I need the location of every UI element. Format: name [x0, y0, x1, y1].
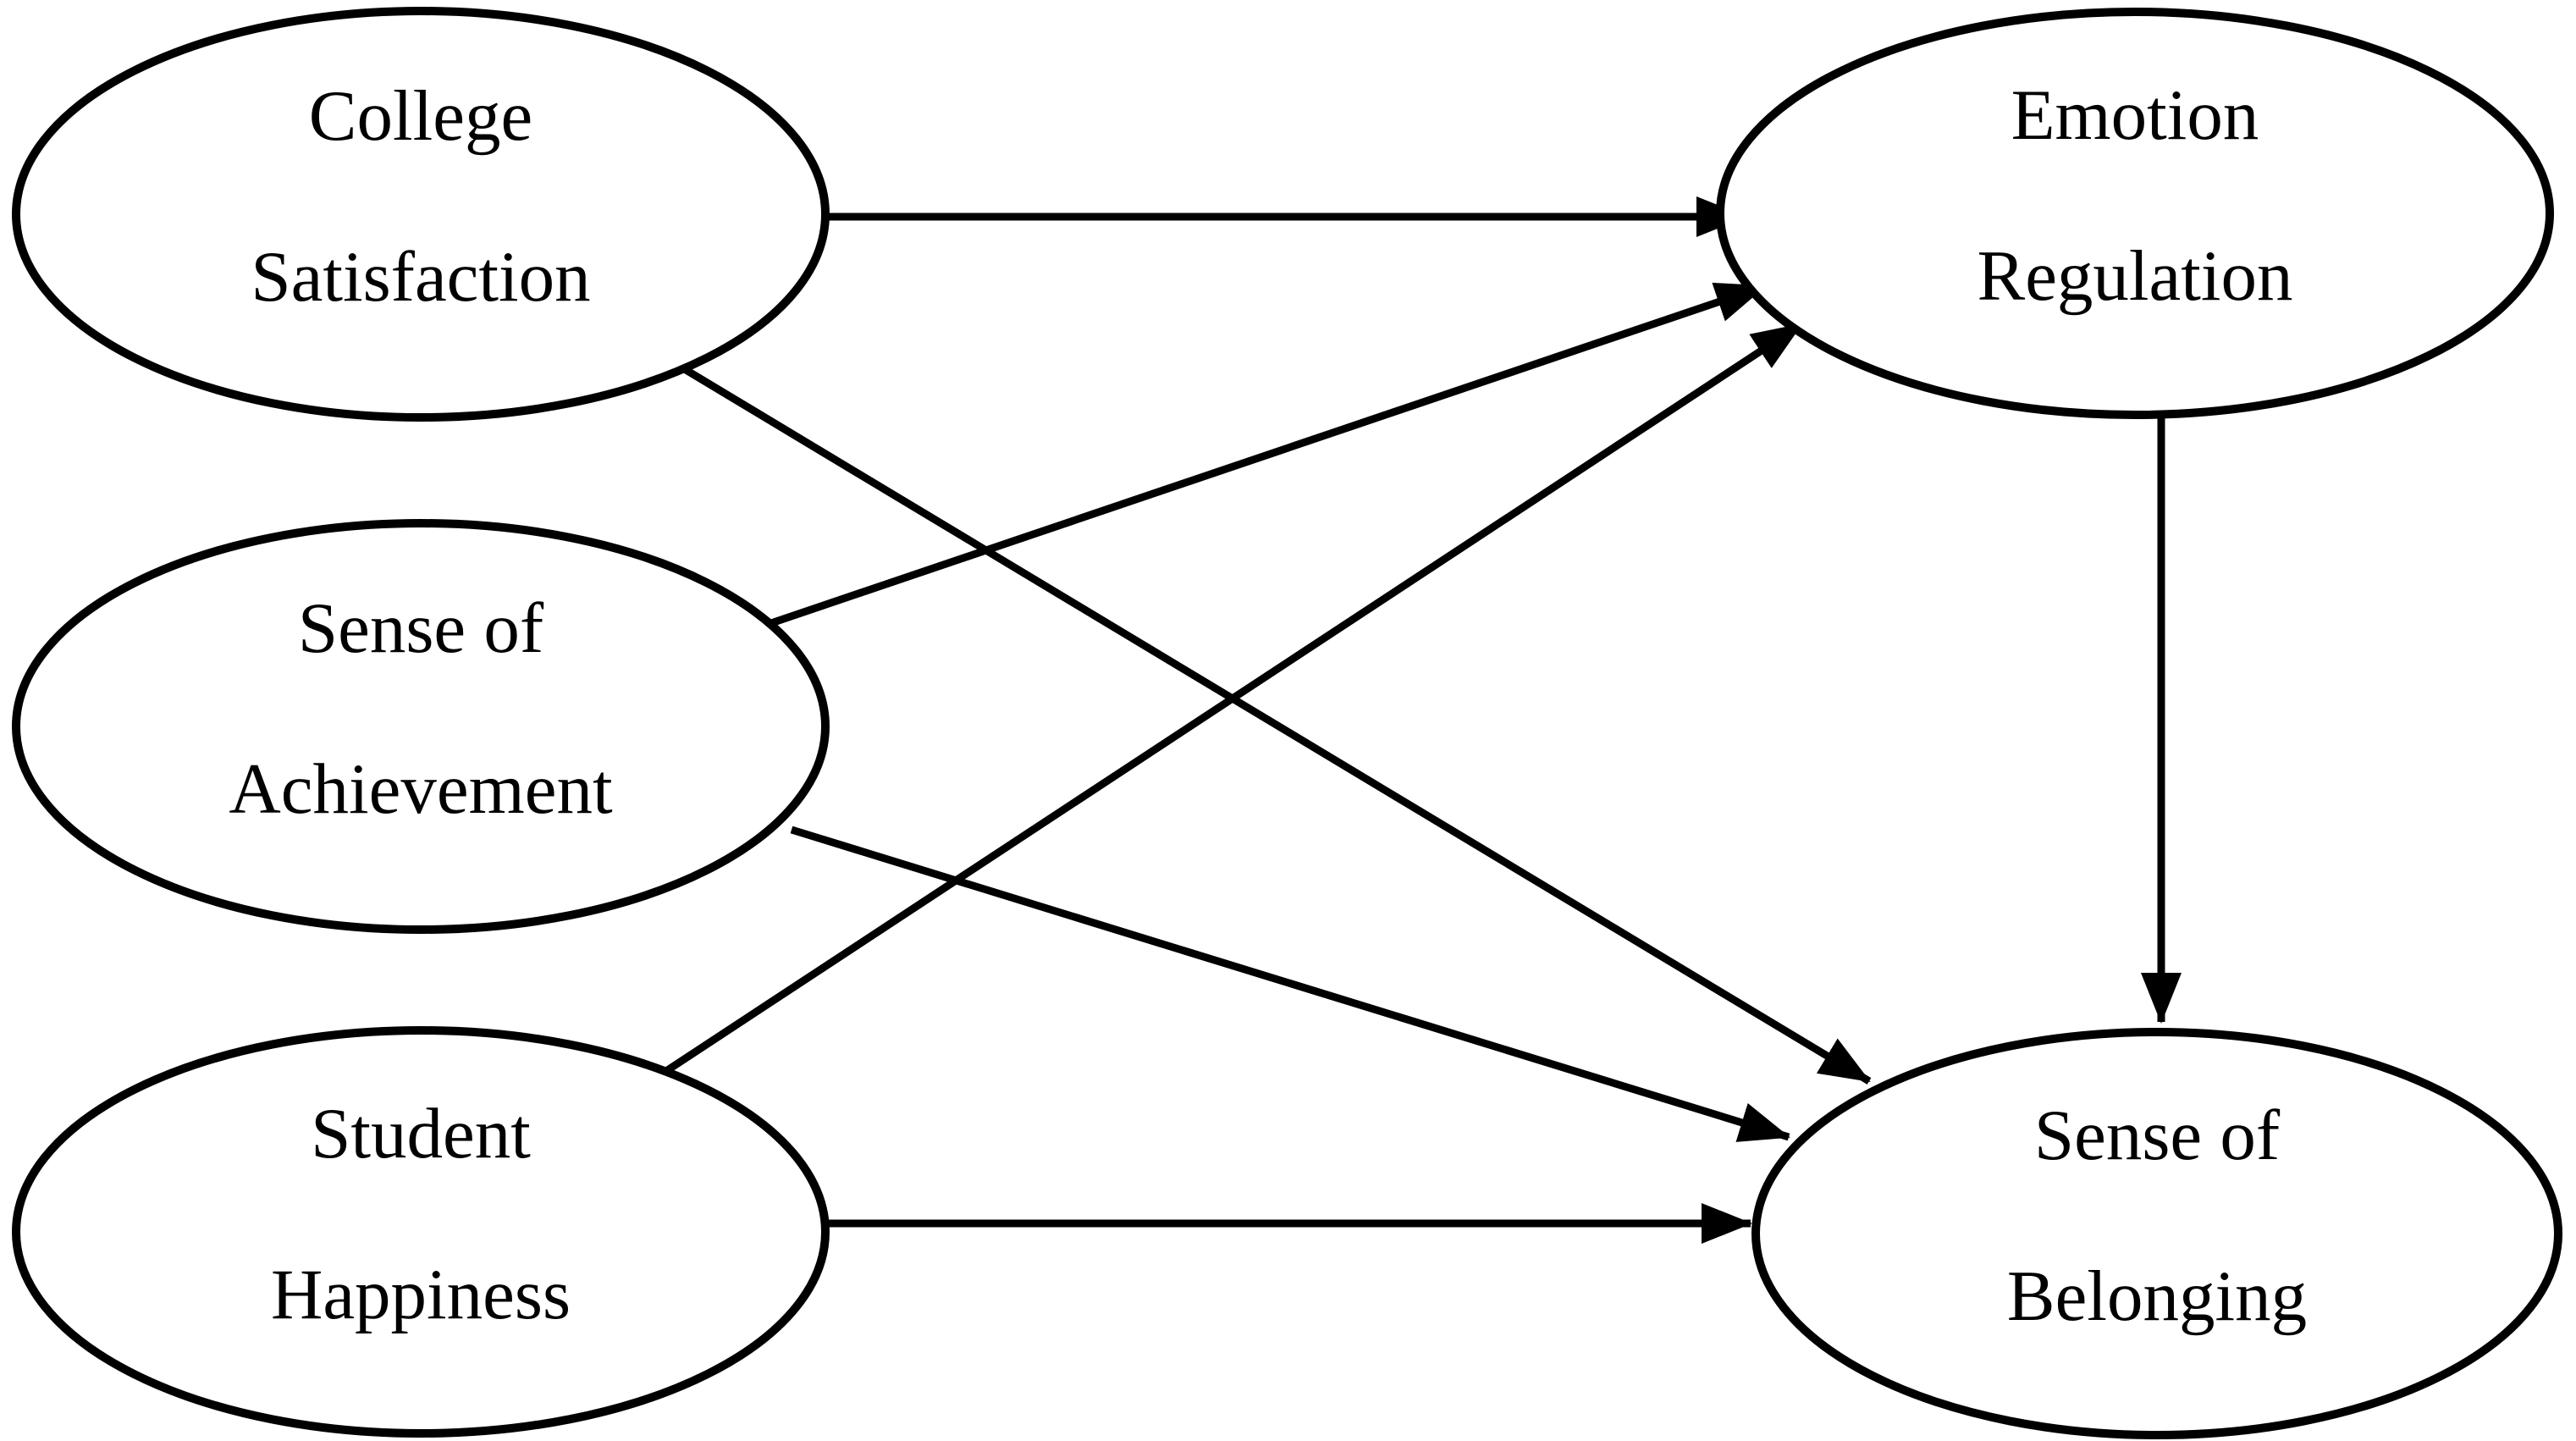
- arrow-student-happiness-to-emotion-regulation: [664, 321, 1804, 1074]
- emotion-regulation-ellipse: [1716, 8, 2554, 419]
- node-sense-of-belonging: Sense of Belonging: [1751, 1028, 2562, 1439]
- sense-of-belonging-ellipse: [1751, 1028, 2562, 1439]
- student-happiness-label-line1: Student: [311, 1094, 531, 1173]
- sense-of-achievement-ellipse: [12, 519, 830, 934]
- emotion-regulation-label-line1: Emotion: [2011, 75, 2259, 155]
- node-student-happiness: Student Happiness: [12, 1026, 830, 1438]
- sense-of-belonging-label-line2: Belonging: [2007, 1256, 2307, 1336]
- sense-of-achievement-label-line2: Achievement: [229, 749, 613, 829]
- college-satisfaction-label-line1: College: [309, 76, 532, 156]
- node-sense-of-achievement: Sense of Achievement: [12, 519, 830, 934]
- college-satisfaction-ellipse: [12, 7, 830, 422]
- arrow-college-satisfaction-to-sense-of-belonging: [681, 365, 1872, 1085]
- sense-of-achievement-label-line1: Sense of: [298, 588, 544, 668]
- student-happiness-label-line2: Happiness: [271, 1255, 571, 1334]
- student-happiness-ellipse: [12, 1026, 830, 1438]
- node-college-satisfaction: College Satisfaction: [12, 7, 830, 422]
- college-satisfaction-label-line2: Satisfaction: [251, 237, 590, 317]
- sense-of-belonging-label-line1: Sense of: [2034, 1096, 2281, 1175]
- emotion-regulation-label-line2: Regulation: [1978, 236, 2293, 316]
- node-emotion-regulation: Emotion Regulation: [1716, 8, 2554, 419]
- arrow-sense-of-achievement-to-emotion-regulation: [767, 282, 1767, 628]
- arrow-sense-of-achievement-to-sense-of-belonging: [790, 825, 1790, 1142]
